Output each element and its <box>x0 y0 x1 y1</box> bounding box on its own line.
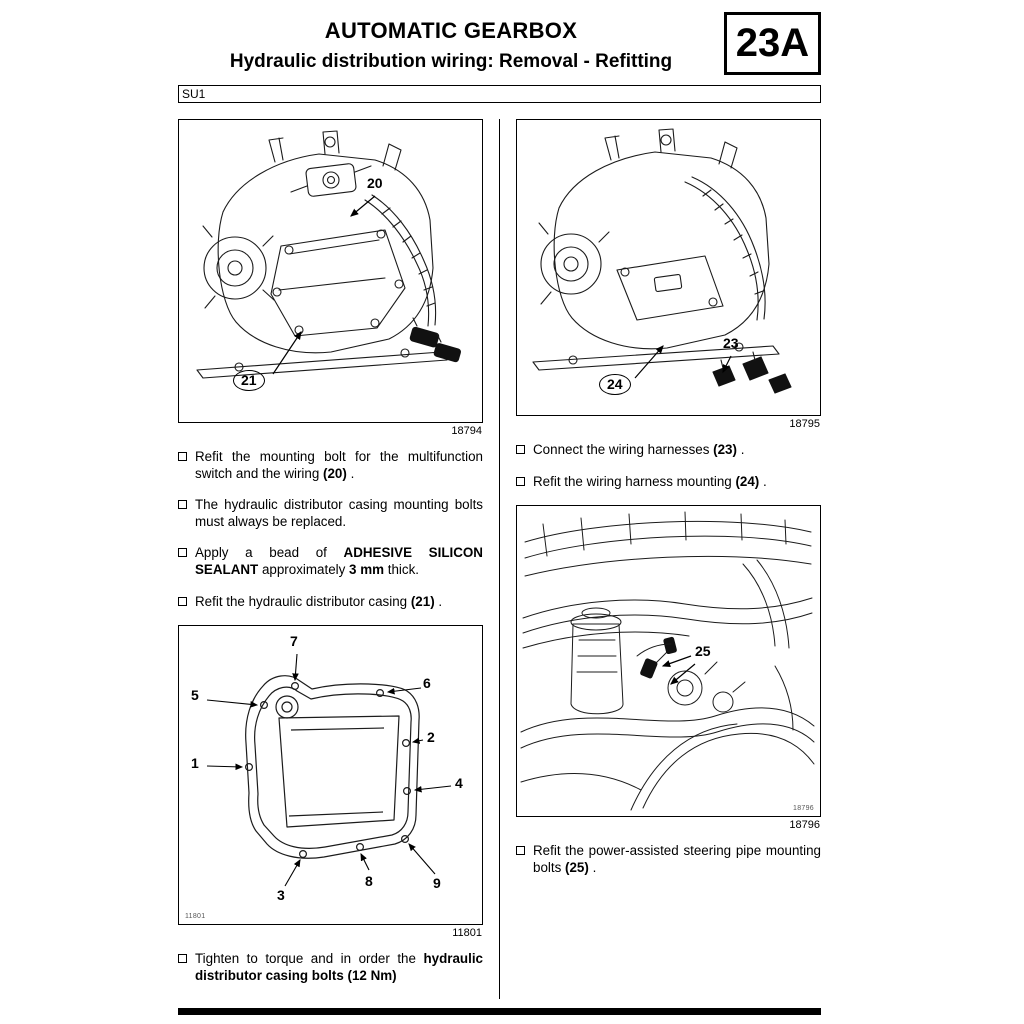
list-item: Connect the wiring harnesses (23) . <box>516 442 821 459</box>
callout-8: 8 <box>365 873 373 890</box>
callout-4: 4 <box>455 775 463 792</box>
su-label-bar: SU1 <box>178 85 821 103</box>
step-text: Refit the power-assisted steering pipe m… <box>533 843 821 875</box>
step-text: Tighten to torque and in order the hydra… <box>195 951 483 983</box>
procedure-list-right-bottom: Refit the power-assisted steering pipe m… <box>516 843 821 876</box>
square-bullet-icon <box>516 445 525 454</box>
column-gap <box>483 119 499 999</box>
oil-pan-bolt-order-illustration <box>206 654 452 887</box>
right-column: 23 24 18795 Connect the wiring harnesses… <box>516 119 821 999</box>
engine-bay-steering-pipes-illustration <box>520 511 815 811</box>
square-bullet-icon <box>178 500 187 510</box>
callout-21: 21 <box>233 370 265 391</box>
list-item: Refit the mounting bolt for the multifun… <box>178 449 483 482</box>
callout-25: 25 <box>695 643 711 660</box>
callout-6: 6 <box>423 675 431 692</box>
figure-inside-ref: 11801 <box>185 913 206 921</box>
figure-ref-18795: 18795 <box>789 418 820 430</box>
gearbox-harness-illustration <box>532 128 792 394</box>
square-bullet-icon <box>178 954 187 964</box>
square-bullet-icon <box>516 476 525 486</box>
callout-3: 3 <box>277 887 285 904</box>
procedure-list-left-bottom: Tighten to torque and in order the hydra… <box>178 951 483 984</box>
square-bullet-icon <box>178 596 187 606</box>
square-bullet-icon <box>178 452 187 461</box>
callout-20: 20 <box>367 175 383 191</box>
step-text: Refit the wiring harness mounting (24) . <box>533 473 767 489</box>
square-bullet-icon <box>516 846 525 856</box>
figure-18794: 20 21 <box>178 119 483 423</box>
step-text: Refit the mounting bolt for the multifun… <box>195 449 483 481</box>
figure-18795: 23 24 <box>516 119 821 416</box>
callout-9: 9 <box>433 875 441 892</box>
callout-2: 2 <box>427 729 435 746</box>
su-label: SU1 <box>182 87 206 101</box>
callout-23: 23 <box>723 335 739 351</box>
column-divider <box>499 119 500 1000</box>
step-text: Refit the hydraulic distributor casing (… <box>195 593 443 609</box>
figure-ref-18796: 18796 <box>789 819 820 832</box>
footer-bar <box>178 1008 821 1015</box>
section-code-badge: 23A <box>724 12 821 75</box>
callout-7: 7 <box>290 633 298 650</box>
step-text: The hydraulic distributor casing mountin… <box>195 497 483 529</box>
header-titles: AUTOMATIC GEARBOX Hydraulic distribution… <box>178 12 724 73</box>
list-item: Refit the wiring harness mounting (24) . <box>516 474 821 491</box>
list-item: Refit the hydraulic distributor casing (… <box>178 594 483 611</box>
callout-24: 24 <box>599 374 631 395</box>
figure-ref-18794: 18794 <box>451 425 482 437</box>
column-gap <box>500 119 516 999</box>
square-bullet-icon <box>178 548 187 558</box>
list-item: Refit the power-assisted steering pipe m… <box>516 843 821 876</box>
two-column-layout: 20 21 18794 Refit the mounting bolt for … <box>178 119 821 1000</box>
procedure-list-right-top: Connect the wiring harnesses (23) . Refi… <box>516 442 821 490</box>
figure-18796: 25 18796 <box>516 505 821 818</box>
step-text: Apply a bead of ADHESIVE SILICON SEALANT… <box>195 545 483 578</box>
callout-1: 1 <box>191 755 199 772</box>
figure-11801: 7 6 5 2 1 4 3 8 9 11801 <box>178 625 483 926</box>
figure-ref-11801: 11801 <box>452 927 482 940</box>
list-item: Apply a bead of ADHESIVE SILICON SEALANT… <box>178 545 483 578</box>
list-item: Tighten to torque and in order the hydra… <box>178 951 483 984</box>
figure-inside-ref: 18796 <box>793 805 814 813</box>
manual-page: AUTOMATIC GEARBOX Hydraulic distribution… <box>178 12 821 1000</box>
page-subtitle: Hydraulic distribution wiring: Removal -… <box>229 51 673 72</box>
gearbox-distributor-illustration <box>196 130 461 379</box>
callout-5: 5 <box>191 687 199 704</box>
list-item: The hydraulic distributor casing mountin… <box>178 497 483 530</box>
left-column: 20 21 18794 Refit the mounting bolt for … <box>178 119 483 999</box>
step-text: Connect the wiring harnesses (23) . <box>533 442 745 457</box>
procedure-list-left-top: Refit the mounting bolt for the multifun… <box>178 449 483 610</box>
page-title: AUTOMATIC GEARBOX <box>324 18 578 43</box>
page-header: AUTOMATIC GEARBOX Hydraulic distribution… <box>178 12 821 75</box>
